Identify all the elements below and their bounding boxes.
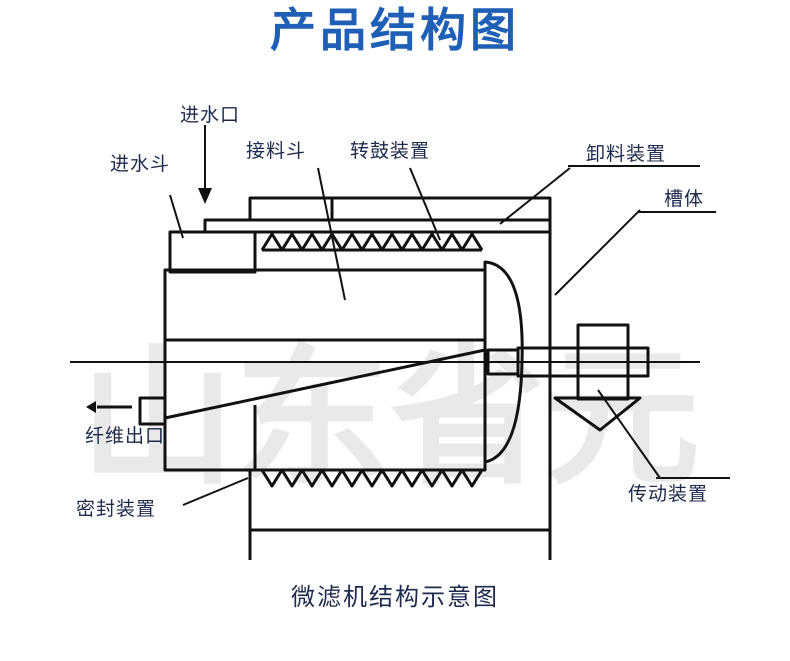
lower-filter-teeth (260, 468, 484, 488)
leader-seal-device (182, 477, 249, 506)
label-inlet-hopper: 进水斗 (110, 153, 170, 175)
fiber-outlet-pipe (138, 396, 167, 426)
label-drive-device: 传动装置 (628, 483, 708, 505)
label-tank: 槽体 (664, 188, 704, 210)
inlet-arrow-head (198, 188, 212, 204)
drum-cone-lower (164, 348, 486, 420)
hopper-cover-left (248, 196, 334, 222)
label-seal-device: 密封装置 (76, 498, 156, 520)
diagram-caption: 微滤机结构示意图 (291, 583, 499, 611)
fiber-outlet-arrow-head (86, 401, 96, 413)
label-drum-device: 转鼓装置 (350, 140, 430, 162)
leader-drive-device (597, 389, 661, 479)
leader-receiving-hopper (317, 167, 346, 301)
drum-end-flange (483, 260, 524, 464)
discharge-trough (203, 218, 552, 234)
drive-shaft-box (516, 346, 650, 378)
drive-support (553, 396, 642, 432)
leader-tank (554, 209, 641, 296)
leader-drum-device (409, 167, 441, 241)
upper-filter-teeth (260, 232, 484, 252)
label-fiber-outlet: 纤维出口 (85, 425, 165, 447)
label-inlet: 进水口 (180, 104, 240, 126)
label-discharge-device: 卸料装置 (586, 143, 666, 165)
label-receiving-hopper: 接料斗 (246, 140, 306, 162)
page-title: 产品结构图 (270, 3, 520, 57)
leader-discharge-device (499, 167, 571, 225)
leader-inlet-hopper (169, 194, 184, 239)
watermark-text: 山东省元 (80, 332, 700, 506)
